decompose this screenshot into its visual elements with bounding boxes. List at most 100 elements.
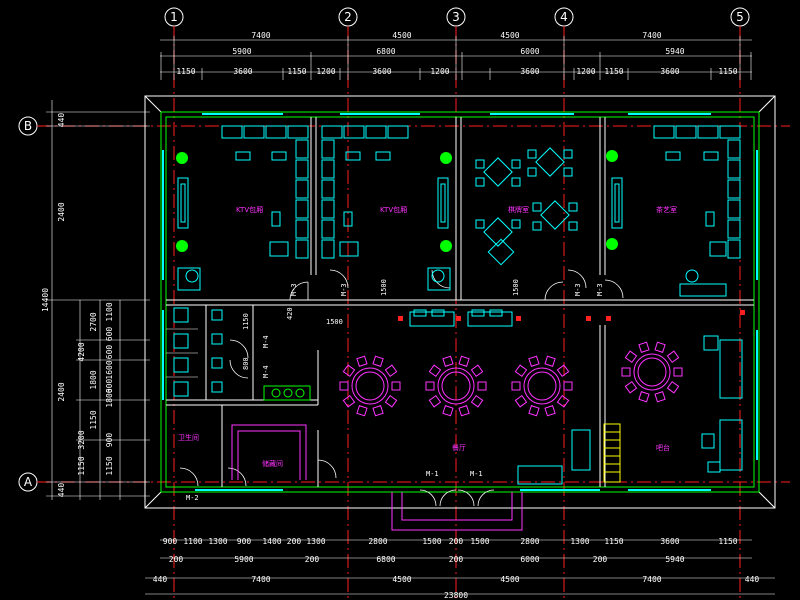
dim-text: 2800 [520, 537, 539, 546]
ktv2-sofa [321, 125, 451, 291]
dim-text: 5900 [234, 555, 253, 564]
dining-chair [356, 405, 368, 417]
tea-room-furniture [611, 125, 741, 297]
dim-text: 900 [163, 537, 178, 546]
bottom-dimension-lines [145, 539, 775, 595]
room-label-ktv1: KTV包厢 [236, 205, 263, 214]
interior-walls [166, 117, 754, 487]
dim-text: 440 [57, 113, 66, 128]
dining-chair [563, 381, 573, 391]
dining-chair [673, 367, 683, 377]
dim-text: 1200 [316, 67, 335, 76]
dim-text: 900 [237, 537, 252, 546]
dim-text: 1300 [570, 537, 589, 546]
dining-chair [666, 380, 680, 394]
dim-text: 1150 [105, 456, 114, 475]
dining-chair [458, 355, 470, 367]
dim-text: 1150 [718, 537, 737, 546]
left-dimension-texts: 440 2400 14400 2400 440 2700 4200 3200 1… [41, 113, 114, 498]
dim-text: 1800 [89, 370, 98, 389]
door-label: M-1 [470, 470, 483, 478]
dining-chair [356, 355, 368, 367]
dim-text: 3600 [660, 537, 679, 546]
door-labels: M-1 M-1 M-2 M-3 M-3 M-3 M-3 M-4 M-4 1500… [186, 279, 604, 502]
roof-outline [144, 95, 776, 509]
dim-text: 1500 [380, 279, 388, 296]
top-dimension-texts: 7400 4500 4500 7400 5900 6800 6000 5940 … [176, 31, 737, 76]
dim-text: 4500 [500, 31, 519, 40]
dim-text: 7400 [251, 575, 270, 584]
dining-chair [528, 355, 540, 367]
dim-text: 1300 [208, 537, 227, 546]
dining-chair [470, 364, 484, 378]
chess-tables [475, 147, 578, 266]
bar-counter [603, 423, 621, 483]
dining-chair [514, 394, 528, 408]
round-dining-table [511, 355, 573, 417]
dim-text: 6800 [376, 555, 395, 564]
dim-text: 1150 [718, 67, 737, 76]
dining-chair [342, 394, 356, 408]
lobby-sofas [409, 309, 743, 485]
dim-text: 1400 [262, 537, 281, 546]
dim-text: 200 [305, 555, 320, 564]
dim-text: 600 [105, 345, 114, 360]
axis-label-5: 5 [736, 10, 744, 24]
bottom-dimension-texts: 900 1100 1300 900 1400 200 1300 2800 150… [153, 537, 760, 600]
dim-text: 14400 [41, 288, 50, 312]
dim-text: 6800 [376, 47, 395, 56]
dim-text: 1150 [604, 67, 623, 76]
dim-text: 800 [242, 357, 250, 370]
dim-text: 1100 [105, 302, 114, 321]
door-label: M-1 [426, 470, 439, 478]
dim-text: 1150 [287, 67, 306, 76]
door-label: M-3 [574, 283, 582, 296]
exterior-walls [160, 111, 760, 493]
ktv1-sofa [177, 125, 309, 291]
dim-text: 3600 [660, 67, 679, 76]
dim-text: 5900 [232, 47, 251, 56]
dining-chair [556, 394, 570, 408]
dim-text: 1600 [105, 360, 114, 379]
dim-text: 2700 [89, 312, 98, 331]
dim-text: 1500 [326, 318, 343, 326]
dim-text: 200 [449, 537, 464, 546]
dim-text: 1500 [422, 537, 441, 546]
room-label-storage: 储藏间 [262, 459, 283, 468]
dim-text: 1150 [176, 67, 195, 76]
left-dimension-lines [46, 100, 150, 500]
dining-chair [442, 405, 454, 417]
dim-text: 200 [593, 555, 608, 564]
door-swings [179, 269, 624, 487]
dining-chair [624, 380, 638, 394]
dim-text: 420 [286, 307, 294, 320]
dim-text: 1200 [576, 67, 595, 76]
dining-chair [428, 364, 442, 378]
dining-chair [477, 381, 487, 391]
dining-chair [339, 381, 349, 391]
dining-chair [458, 405, 470, 417]
column-axis-bubbles: 1 2 3 4 5 [164, 7, 750, 27]
toilet-fixtures [173, 307, 223, 397]
dining-chair [528, 405, 540, 417]
dim-text: 440 [745, 575, 760, 584]
axis-label-4: 4 [560, 10, 568, 24]
dining-chair [428, 394, 442, 408]
windows [162, 113, 758, 491]
room-label-tea: 茶艺室 [656, 205, 677, 214]
dim-text: 4200 [77, 342, 86, 361]
dim-text: 3600 [372, 67, 391, 76]
column-markers [398, 310, 745, 321]
round-dining-table [621, 341, 683, 403]
row-axis-bubbles: B A [18, 116, 38, 492]
dim-text: 7400 [642, 575, 661, 584]
dim-text: 1100 [183, 537, 202, 546]
room-label-ktv2: KTV包厢 [380, 205, 407, 214]
dim-text: 200 [287, 537, 302, 546]
dining-chair [544, 405, 556, 417]
plants [176, 150, 618, 252]
dim-text: 1150 [77, 456, 86, 475]
axis-label-2: 2 [344, 10, 352, 24]
entrance-doors [419, 489, 495, 507]
